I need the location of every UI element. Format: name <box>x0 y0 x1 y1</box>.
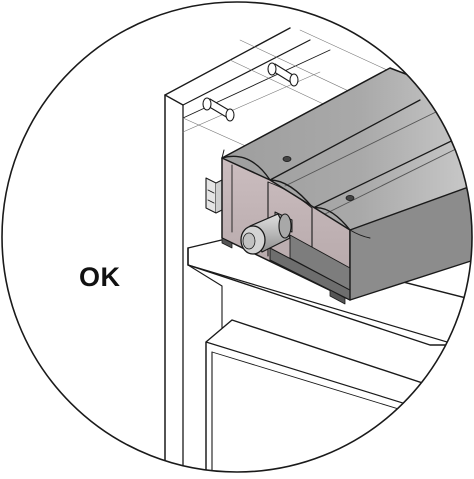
screw-hole-left-icon <box>282 155 292 162</box>
foot-right-icon <box>329 289 346 305</box>
side-bracket-icon <box>205 177 223 214</box>
screw-hole-right-icon <box>345 194 355 201</box>
mounting-pins <box>202 62 299 122</box>
foot-left-icon <box>221 237 233 249</box>
ok-label: OK <box>79 262 121 292</box>
mounting-pin-left-icon <box>202 97 235 122</box>
plunger-knob-icon <box>240 211 293 255</box>
mounting-pin-right-icon <box>267 62 299 87</box>
